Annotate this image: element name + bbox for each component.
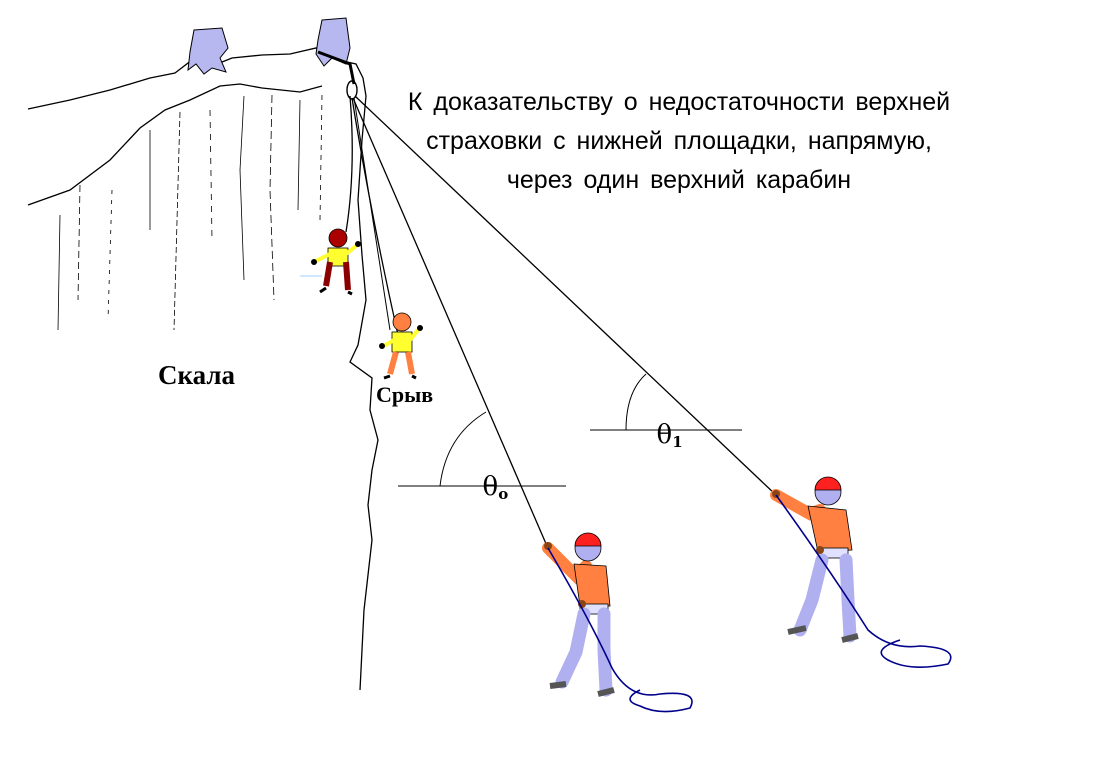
title-line-1: К доказательству о недостаточности верхн… [407, 88, 951, 116]
rope-to-belayer-near [352, 97, 548, 547]
theta0-symbol: θ [482, 472, 499, 502]
rock-label: Скала [158, 360, 236, 390]
summit-ice-blocks [187, 17, 351, 75]
theta1-subscript: 1 [672, 433, 683, 451]
belayer-far [770, 476, 952, 668]
angle-theta1-label: θ1 [640, 390, 683, 451]
rope-extra-strand [353, 97, 391, 331]
title-line-2: страховки с нижней площадки, напрямую, [426, 127, 932, 155]
rope-to-fallen-climber [351, 97, 399, 336]
rope-lines [345, 95, 777, 547]
fall-label: Срыв [376, 382, 434, 407]
angle-theta1-marker [590, 373, 742, 431]
climber-on-rock [300, 228, 361, 296]
rope-to-climber-top [345, 95, 353, 233]
angle-theta0-marker [398, 411, 566, 487]
falling-climber [379, 312, 423, 380]
title-line-3: через один верхний карабин [506, 166, 852, 194]
theta0-subscript: о [498, 485, 509, 503]
angle-theta0-label: θо [466, 442, 509, 503]
rope-to-belayer-far [354, 95, 777, 496]
theta1-symbol: θ [656, 420, 673, 450]
belayer-near [542, 532, 693, 713]
